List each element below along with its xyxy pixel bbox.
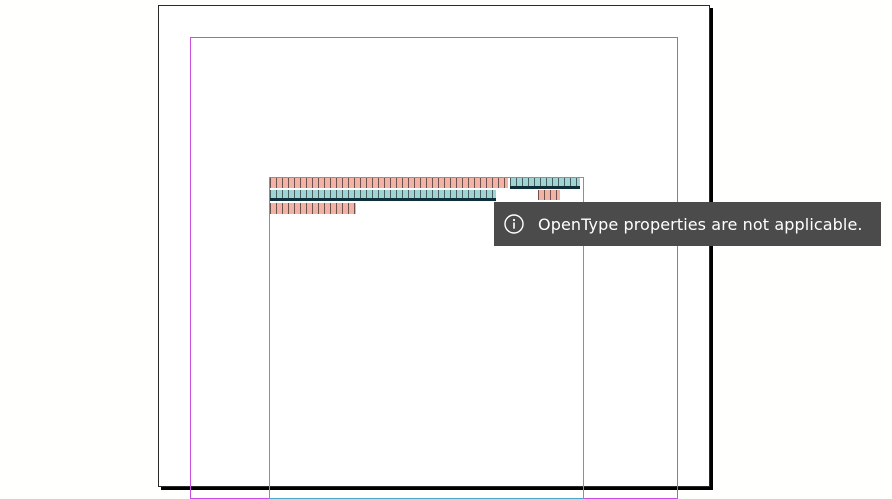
glyph-run-line2-a	[270, 190, 496, 200]
document-page	[158, 5, 710, 487]
info-icon	[504, 214, 524, 234]
glyph-run-line3	[270, 203, 356, 214]
glyph-run-line1-a	[270, 178, 508, 188]
selection-underline-line2	[270, 198, 496, 201]
opentype-warning-toast: OpenType properties are not applicable.	[494, 202, 881, 246]
glyph-run-line1-b	[510, 178, 580, 188]
toast-message: OpenType properties are not applicable.	[538, 214, 863, 234]
selection-underline-line1	[510, 186, 580, 189]
glyph-run-line2-b	[538, 190, 560, 200]
